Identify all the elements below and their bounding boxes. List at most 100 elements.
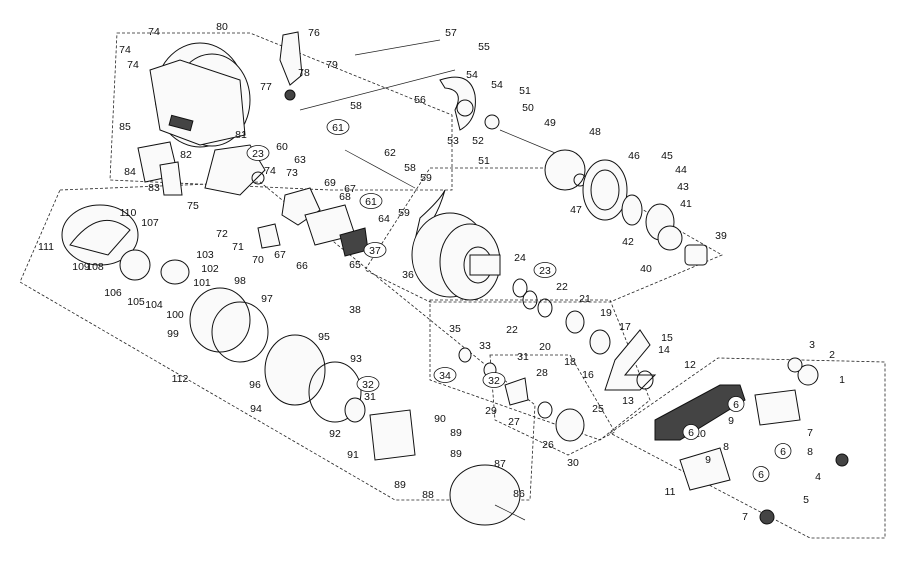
part-label-15: 15 [661, 332, 673, 344]
part-label-45: 45 [661, 150, 673, 162]
part-label-22: 22 [506, 324, 518, 336]
part-label-107: 107 [141, 217, 159, 229]
worm-cover [439, 76, 476, 131]
part-number: 11 [665, 486, 676, 498]
part-label-65: 65 [349, 259, 361, 271]
part-label-61: 61 [359, 193, 383, 209]
part-number: 64 [378, 213, 390, 225]
brake-dial-face [69, 220, 131, 256]
handle-arm [654, 384, 746, 441]
handle-retainer [787, 357, 803, 373]
part-label-44: 44 [675, 164, 687, 176]
part-number: 67 [274, 249, 286, 261]
part-number: 80 [216, 21, 228, 33]
part-number: 10 [694, 428, 706, 440]
bearing-3 [458, 347, 472, 363]
star-drag-washer [636, 370, 654, 390]
lever-arm [279, 31, 303, 86]
part-label-13: 13 [622, 395, 634, 407]
part-label-28: 28 [536, 367, 548, 379]
part-number: 112 [172, 373, 189, 385]
part-number: 8 [807, 446, 813, 458]
part-number: 74 [264, 165, 276, 177]
part-number: 19 [600, 307, 612, 319]
part-number: 78 [298, 67, 310, 79]
part-label-61: 61 [326, 119, 350, 135]
part-label-94: 94 [250, 403, 262, 415]
label-circle [363, 242, 387, 258]
part-number: 32 [362, 379, 374, 391]
part-number: 61 [332, 122, 344, 134]
drag-spring [537, 401, 553, 419]
part-label-81: 81 [235, 129, 247, 141]
spool-shaft [469, 254, 501, 276]
part-labels: 1234567891011121314151617181920212222232… [38, 21, 845, 523]
part-label-62: 62 [384, 147, 396, 159]
part-label-47: 47 [570, 204, 582, 216]
part-number: 6 [733, 399, 739, 411]
frame-rod-lower [299, 69, 456, 111]
part-number: 43 [677, 181, 689, 193]
part-number: 1 [839, 374, 845, 386]
part-number: 16 [582, 369, 594, 381]
handle-side-cover [449, 464, 521, 526]
part-label-97: 97 [261, 293, 273, 305]
part-label-112: 112 [172, 373, 189, 385]
part-number: 76 [308, 27, 320, 39]
part-label-63: 63 [294, 154, 306, 166]
knob-cap-lower [759, 509, 775, 525]
part-number: 31 [364, 391, 376, 403]
part-label-100: 100 [166, 309, 184, 321]
part-number: 49 [544, 117, 556, 129]
part-number: 3 [809, 339, 815, 351]
part-label-89: 89 [394, 479, 406, 491]
part-number: 24 [514, 252, 526, 264]
part-number: 12 [684, 359, 696, 371]
part-label-55: 55 [478, 41, 490, 53]
label-circle [533, 262, 557, 278]
part-number: 58 [350, 100, 362, 112]
part-label-95: 95 [318, 331, 330, 343]
part-number: 89 [394, 479, 406, 491]
part-label-29: 29 [485, 405, 497, 417]
part-number: 51 [519, 85, 531, 97]
part-label-2: 2 [829, 349, 835, 361]
part-label-42: 42 [622, 236, 634, 248]
part-number: 68 [339, 191, 351, 203]
part-label-31: 31 [517, 351, 529, 363]
star-drag [604, 329, 657, 391]
part-label-87: 87 [494, 458, 506, 470]
part-label-7: 7 [742, 511, 748, 523]
part-number: 111 [38, 241, 54, 253]
part-label-50: 50 [522, 102, 534, 114]
part-number: 97 [261, 293, 273, 305]
part-label-79: 79 [326, 59, 338, 71]
part-number: 36 [402, 269, 414, 281]
part-number: 62 [384, 147, 396, 159]
part-label-82: 82 [180, 149, 192, 161]
part-number: 66 [296, 260, 308, 272]
part-number: 61 [365, 196, 377, 208]
label-circle [356, 376, 380, 392]
part-number: 82 [180, 149, 192, 161]
part-number: 73 [286, 167, 298, 179]
part-number: 109 [72, 261, 90, 273]
part-label-70: 70 [252, 254, 264, 266]
part-label-75: 75 [187, 200, 199, 212]
part-number: 107 [141, 217, 159, 229]
part-number: 58 [404, 162, 416, 174]
part-number: 74 [148, 26, 160, 38]
part-label-51: 51 [478, 155, 490, 167]
part-number: 108 [86, 261, 104, 273]
level-wind-shaft [344, 149, 416, 189]
part-label-104: 104 [145, 299, 163, 311]
part-number: 59 [398, 207, 410, 219]
part-number: 17 [619, 321, 631, 333]
part-number: 28 [536, 367, 548, 379]
part-label-3: 3 [809, 339, 815, 351]
part-label-6: 6 [752, 466, 770, 482]
part-label-58: 58 [404, 162, 416, 174]
part-number: 2 [829, 349, 835, 361]
part-number: 41 [680, 198, 692, 210]
